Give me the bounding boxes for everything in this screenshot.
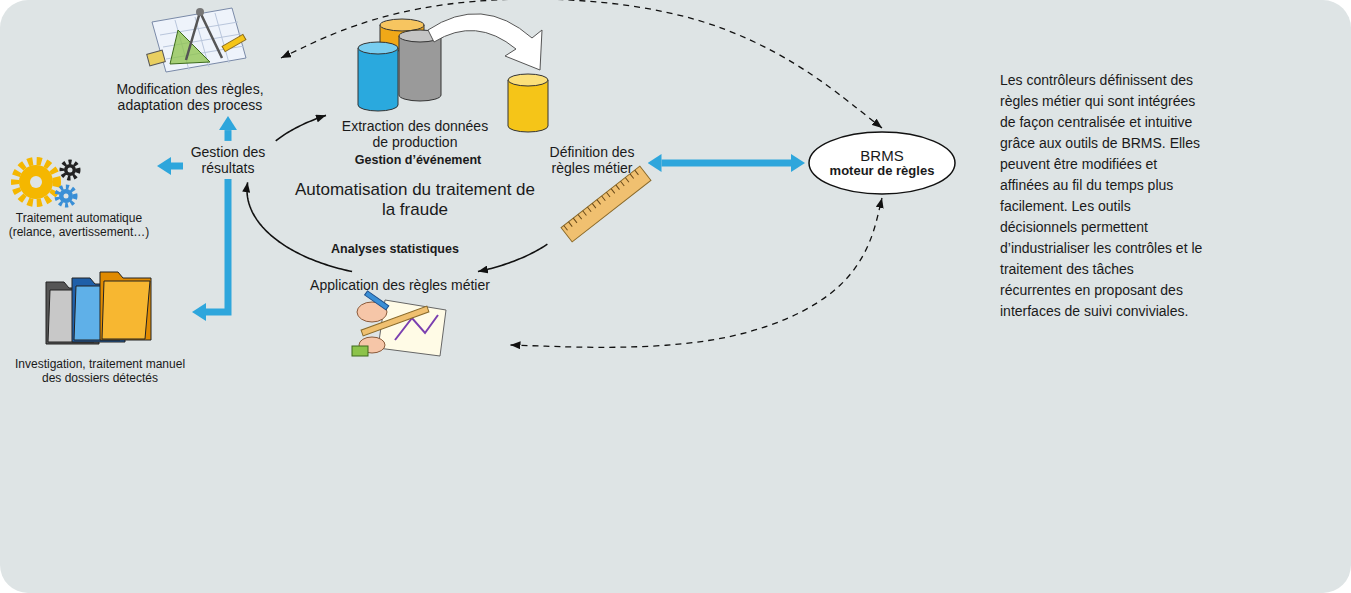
tools-icon xyxy=(196,8,204,16)
node-text: Traitement automatique (relance, avertis… xyxy=(4,212,154,240)
cycle-label: Gestion d’événement xyxy=(343,153,493,167)
flow-arrow xyxy=(206,179,228,312)
database-icon xyxy=(428,14,542,70)
flow-arrow xyxy=(171,163,183,170)
ruler-icon xyxy=(561,166,651,242)
engine-ellipse: BRMSmoteur de règles xyxy=(807,130,957,196)
tools-icon xyxy=(186,12,222,60)
cycle-label: Automatisation du traitement de la fraud… xyxy=(290,180,540,219)
cycle-label: Analyses statistiques xyxy=(320,242,470,256)
gears-icon xyxy=(64,164,76,176)
tools-icon xyxy=(152,8,246,72)
step-caption: Modification des règles, adaptation des … xyxy=(101,81,279,113)
database-icon xyxy=(508,74,548,86)
database-icon xyxy=(358,42,398,54)
gears-icon xyxy=(57,187,75,205)
step-caption: Gestion des résultats xyxy=(186,144,270,176)
tools-icon xyxy=(147,50,166,66)
cycle-arrow xyxy=(478,244,547,271)
dashed-link xyxy=(511,198,883,347)
dashed-link xyxy=(281,0,882,128)
ruler-icon xyxy=(561,166,651,242)
node-text: Application des règles métier xyxy=(293,277,508,293)
folders-icon xyxy=(100,272,151,340)
hand-icon xyxy=(352,291,446,356)
folders-icon xyxy=(46,272,151,344)
cycle-arrow xyxy=(276,115,326,140)
node-text: Définition des règles métier xyxy=(540,144,645,176)
step-caption: Investigation, traitement manuel des dos… xyxy=(11,358,189,386)
step-caption: Extraction des données de production xyxy=(333,118,498,150)
hand-icon xyxy=(365,291,389,310)
node-text: moteur de règles xyxy=(830,164,935,179)
database-icon xyxy=(358,14,548,132)
description-text: Les contrôleurs définissent des règles m… xyxy=(1000,70,1205,322)
gears-icon xyxy=(64,194,69,199)
ruler-icon xyxy=(565,170,639,228)
database-icon xyxy=(380,19,424,31)
gears-icon xyxy=(30,176,42,188)
database-icon xyxy=(399,36,441,101)
hand-icon xyxy=(378,300,446,356)
database-icon xyxy=(358,48,398,111)
folders-icon xyxy=(102,281,150,339)
gears-icon xyxy=(15,161,57,203)
hand-icon xyxy=(352,346,368,356)
node-text: Gestion des résultats xyxy=(186,144,270,176)
flow-arrow xyxy=(225,130,232,141)
tools-icon xyxy=(147,8,246,72)
ellipse-outline xyxy=(809,132,955,194)
gears-icon xyxy=(62,162,78,178)
tools-icon xyxy=(222,34,246,51)
step-caption: Traitement automatique (relance, avertis… xyxy=(4,212,154,240)
step-caption: Définition des règles métier xyxy=(540,144,645,176)
step-caption: Application des règles métier xyxy=(293,277,508,293)
node-text: BRMS xyxy=(860,147,903,164)
node-text: Modification des règles, adaptation des … xyxy=(101,81,279,113)
gears-icon xyxy=(59,189,73,203)
node-text: Investigation, traitement manuel des dos… xyxy=(11,358,189,386)
gears-icon xyxy=(68,168,73,173)
flow-arrow xyxy=(662,160,792,167)
gears-icon xyxy=(19,165,53,199)
gears-icon xyxy=(15,161,78,205)
database-icon xyxy=(508,80,548,132)
node-text: Extraction des données de production xyxy=(333,118,498,150)
